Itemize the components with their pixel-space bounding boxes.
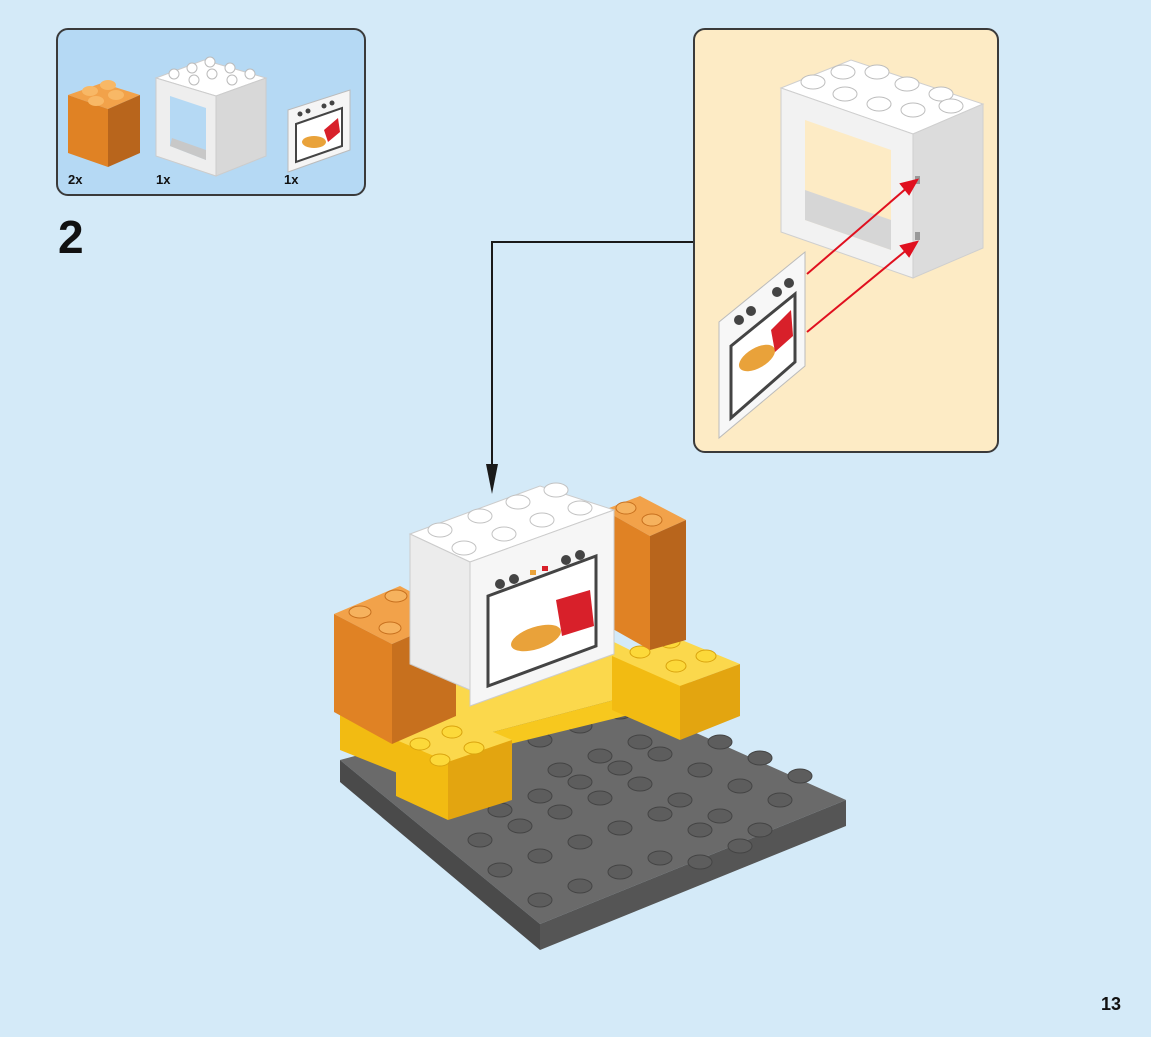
page-number: 13 bbox=[1101, 994, 1121, 1015]
callout-connector-arrow bbox=[486, 242, 693, 494]
